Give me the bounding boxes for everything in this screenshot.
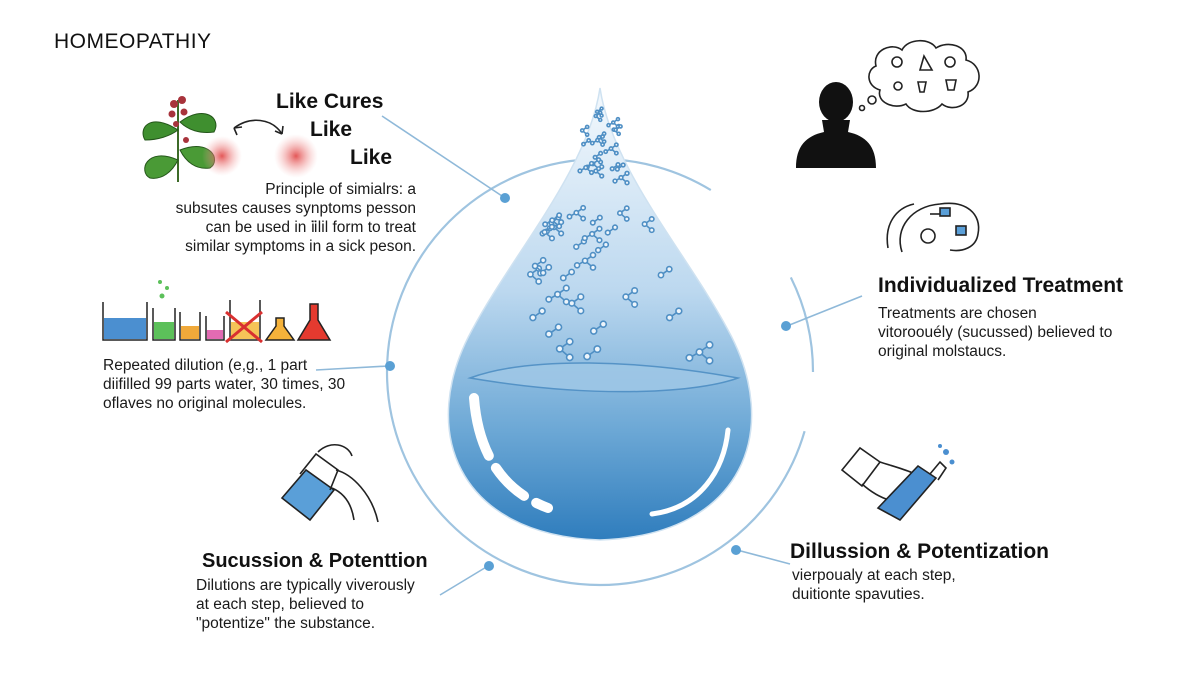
molecules	[527, 106, 714, 365]
molecule-icon	[606, 116, 621, 129]
molecule-icon	[665, 307, 683, 322]
molecule-icon	[612, 170, 630, 186]
individualized-desc-line: original molstaucs.	[878, 343, 1007, 360]
dillussion-heading: Dillussion & Potentization	[790, 540, 1050, 563]
person-silhouette-icon	[796, 82, 876, 168]
connector-dot-dillussion	[731, 545, 741, 555]
like-cures-desc-line: subsutes causes synptoms pesson	[175, 200, 416, 217]
molecule-icon	[579, 124, 590, 138]
dilution-desc-line: Repeated dilution (e,g., 1 part	[103, 357, 308, 374]
molecule-icon	[657, 265, 673, 279]
molecule-icon	[581, 225, 603, 244]
molecule-icon	[541, 223, 556, 242]
molecule-icon	[545, 323, 563, 338]
molecule-icon	[592, 150, 604, 165]
molecule-icon	[594, 241, 610, 254]
molecule-icon	[573, 238, 588, 250]
molecule-icon	[589, 320, 608, 335]
dilution-desc-line: oflaves no original molecules.	[103, 395, 307, 412]
water-drop	[447, 87, 753, 541]
molecule-icon	[641, 215, 655, 234]
individualized-desc-line: Treatments are chosen	[878, 305, 1037, 322]
connector-dot-dilution	[385, 361, 395, 371]
molecule-icon	[577, 160, 595, 176]
dillussion-desc-line: vierpoualy at each step,	[792, 567, 956, 584]
drop-highlight-right	[649, 427, 731, 517]
individualized-heading: Individualized Treatment	[878, 274, 1124, 297]
water-surface	[467, 362, 741, 393]
molecule-icon	[589, 214, 603, 226]
dillussion-description: vierpoualy at each step, duitionte spavu…	[792, 566, 956, 604]
symptom-burst-icon	[202, 134, 318, 178]
like-cures-heading-line3: Like	[350, 146, 393, 169]
like-cures-desc-line: Principle of simialrs: a	[265, 181, 416, 198]
individualized-desc-line: vitoroouély (sucussed) believed to	[878, 324, 1113, 341]
molecule-icon	[596, 131, 607, 145]
molecule-icon	[555, 337, 574, 362]
molecule-icon	[559, 268, 576, 282]
drop-highlight-left	[469, 393, 553, 513]
succussion-desc-line: Dilutions are typically viverously	[196, 577, 415, 594]
like-cures-desc-line: similar symptoms in a sick peson.	[185, 238, 416, 255]
molecule-icon	[529, 307, 546, 322]
hand-with-bottle-icon	[840, 444, 955, 522]
molecule-icon	[616, 205, 630, 222]
dillussion-desc-line: duitionte spavuties.	[792, 586, 925, 603]
molecule-icon	[614, 162, 626, 172]
succussion-description: Dilutions are typically viverously at ea…	[196, 576, 415, 633]
connector-dot-individualized	[781, 321, 791, 331]
thought-bubble-icon	[858, 39, 980, 113]
curved-arrow-icon	[233, 119, 283, 135]
molecule-icon	[573, 251, 597, 271]
molecule-icon	[603, 142, 619, 156]
connector-dot-succussion	[484, 561, 494, 571]
like-cures-description: Principle of simialrs: a subsutes causes…	[176, 180, 416, 256]
lab-glassware-icon	[102, 280, 332, 344]
molecule-icon	[609, 161, 621, 172]
head-profile-icon	[886, 202, 980, 253]
molecule-icon	[685, 340, 714, 365]
connector-dot-like-cures	[500, 193, 510, 203]
nettle-plant-icon	[142, 96, 217, 182]
succussion-desc-line: at each step, believed to	[196, 596, 365, 613]
molecule-icon	[622, 287, 639, 308]
dilution-description: Repeated dilution (e,g., 1 part diifille…	[103, 356, 345, 413]
succussion-desc-line: "potentize" the substance.	[196, 615, 376, 632]
like-cures-desc-line: can be used in ⅱ̈lil form to treat	[205, 219, 416, 236]
molecule-icon	[531, 256, 547, 277]
molecule-icon	[594, 106, 604, 118]
like-cures-heading-line1: Like Cures	[276, 90, 384, 113]
molecule-icon	[581, 137, 592, 147]
molecule-icon	[566, 204, 587, 222]
page-title: HOMEOPATHIY	[54, 30, 212, 53]
dilution-desc-line: diifilled 99 parts water, 30 times, 30	[103, 376, 346, 393]
like-cures-heading-line2: Like	[310, 118, 353, 141]
succussion-heading: Sucussion & Potenttion	[202, 550, 428, 572]
molecule-icon	[613, 124, 623, 133]
individualized-description: Treatments are chosen vitoroouély (sucus…	[878, 304, 1112, 361]
connectors	[315, 115, 863, 596]
molecule-icon	[568, 293, 585, 315]
molecule-icon	[604, 224, 619, 236]
molecule-icon	[583, 345, 602, 361]
molecule-icon	[545, 284, 570, 306]
shaking-vial-icon	[280, 444, 379, 523]
